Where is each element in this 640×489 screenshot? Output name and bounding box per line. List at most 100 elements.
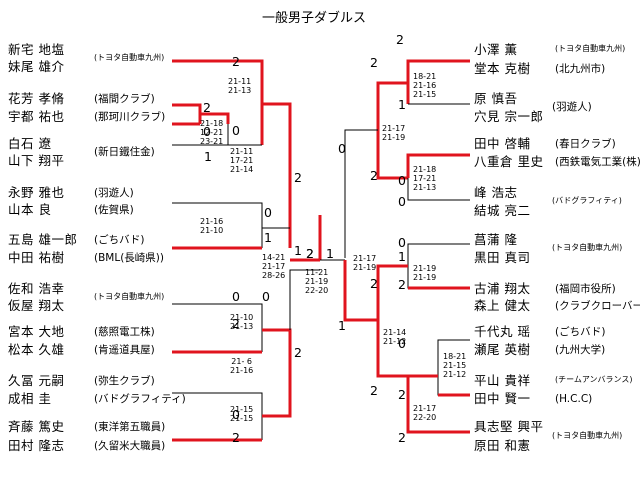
score-24: 0 (338, 141, 346, 156)
game-score-3: 21-16 21-10 (200, 217, 224, 235)
left-affiliation-8-b: (久留米大職員) (94, 440, 166, 452)
score-31: 2 (398, 387, 406, 402)
game-score-16: 21-17 22-20 (413, 404, 437, 422)
right-player-1-a: 原 慎吾 (474, 91, 518, 106)
right-affiliation-0-b: (北九州市) (555, 63, 606, 75)
left-player-5-a: 佐和 浩幸 (8, 281, 65, 296)
score-33: 2 (398, 430, 406, 445)
game-score-0: 21-11 21-13 (228, 77, 252, 95)
score-11: 0 (232, 407, 240, 422)
left-affiliation-2: (新日鐵住金) (94, 145, 155, 158)
left-player-1-a: 花芳 孝脩 (8, 91, 65, 106)
left-affiliation-4-a: (ごちバド) (94, 234, 145, 246)
score-5: 0 (264, 205, 272, 220)
right-player-7-a: 平山 貴祥 (474, 373, 531, 388)
left-affiliation-1-a: (福間クラブ) (94, 93, 155, 105)
score-32: 0 (398, 336, 406, 351)
score-20: 2 (396, 32, 404, 47)
line-l-r1-c-top (172, 303, 263, 352)
score-10: 2 (232, 316, 240, 331)
score-3: 0 (203, 124, 211, 139)
score-30: 2 (370, 383, 378, 398)
score-7: 2 (294, 170, 302, 185)
left-affiliation-4-b: (BML(長崎県)) (94, 252, 164, 264)
game-score-2: 21-11 17-21 21-14 (230, 147, 254, 174)
game-score-12: 21-17 21-19 (353, 254, 377, 272)
score-17: 1 (326, 246, 334, 261)
game-score-1: 21-18 12-21 23-21 (200, 119, 224, 146)
line-r-r1-de (406, 374, 470, 434)
score-13: 0 (262, 289, 270, 304)
right-player-4-a: 菖蒲 隆 (474, 232, 518, 247)
score-21: 0 (398, 173, 406, 188)
line-l-r0-win (200, 112, 230, 124)
score-26: 0 (398, 235, 406, 250)
right-player-6-a: 千代丸 瑶 (474, 324, 531, 339)
left-player-5-b: 仮屋 翔太 (8, 298, 65, 313)
game-score-7: 14-21 21-17 28-26 (262, 253, 286, 280)
left-player-8-b: 田村 隆志 (8, 438, 65, 453)
score-6: 1 (264, 230, 272, 245)
left-player-6-b: 松本 久雄 (8, 342, 65, 357)
line-r-r0-b-bot (407, 178, 470, 201)
score-22: 2 (370, 168, 378, 183)
left-affiliation-8-a: (東洋第五職員) (94, 421, 166, 433)
left-player-0-a: 新宅 地塩 (8, 42, 65, 57)
left-affiliation-3-b: (佐賀県) (94, 204, 134, 216)
left-player-8-a: 斉藤 篤史 (8, 419, 65, 434)
game-score-10: 21-17 21-19 (382, 124, 406, 142)
score-0: 2 (232, 54, 240, 69)
left-player-3-a: 永野 雅也 (8, 185, 65, 200)
line-l-r0-top (172, 103, 202, 124)
line-r-r2-top (344, 129, 378, 258)
right-player-0-b: 堂本 克樹 (474, 61, 531, 76)
left-player-4-b: 中田 祐樹 (8, 250, 65, 265)
right-player-0-a: 小澤 薫 (474, 42, 518, 57)
game-score-13: 21-19 21-19 (413, 264, 437, 282)
line-l-r2-cd (262, 328, 292, 418)
right-affiliation-7-a: (チームアンバランス) (555, 375, 633, 384)
left-affiliation-0: (トヨタ自動車九州) (94, 52, 165, 62)
right-affiliation-2-a: (春日クラブ) (555, 138, 616, 150)
left-player-6-a: 宮本 大地 (8, 324, 65, 339)
left-affiliation-7-b: (バドグラフィティ) (94, 393, 186, 405)
score-15: 2 (306, 246, 314, 261)
right-player-4-b: 黒田 真司 (474, 250, 531, 265)
game-score-9: 18-21 21-16 21-15 (413, 72, 437, 99)
score-16: 2 (306, 246, 314, 261)
left-player-7-b: 成相 圭 (8, 391, 52, 406)
right-player-1-b: 穴見 宗一郎 (474, 109, 544, 124)
line-l-r1-d-top (172, 392, 263, 440)
right-affiliation-7-b: (H.C.C) (555, 393, 593, 405)
right-player-6-b: 瀬尾 英樹 (474, 342, 531, 357)
left-affiliation-5: (トヨタ自動車九州) (94, 291, 165, 301)
right-player-2-b: 八重倉 里史 (474, 154, 544, 169)
left-player-7-a: 久冨 元嗣 (8, 373, 65, 388)
game-score-8: 11-21 21-19 22-20 (305, 268, 329, 295)
score-23: 0 (398, 194, 406, 209)
left-affiliation-1-b: (那珂川クラブ) (94, 111, 166, 123)
line-r-r2-bot (343, 260, 378, 322)
game-score-15: 18-21 21-15 21-12 (443, 352, 467, 379)
right-affiliation-6-a: (ごちバド) (555, 326, 606, 338)
game-score-14: 21-14 21-12 (383, 328, 407, 346)
right-player-8-a: 具志堅 興平 (474, 419, 544, 434)
score-14: 2 (294, 345, 302, 360)
right-player-3-a: 峰 浩志 (474, 185, 518, 200)
game-score-4: 21-10 21-13 (230, 313, 254, 331)
left-player-1-b: 宇都 祐也 (8, 109, 65, 124)
right-affiliation-0-a: (トヨタ自動車九州) (555, 44, 626, 53)
score-27: 2 (398, 277, 406, 292)
right-player-5-a: 古浦 翔太 (474, 281, 531, 296)
left-affiliation-3-a: (羽遊人) (94, 187, 134, 199)
bracket-title: 一般男子ダブルス (262, 11, 367, 26)
right-affiliation-1: (羽遊人) (552, 101, 592, 113)
left-player-4-a: 五島 雄一郎 (8, 232, 78, 247)
right-player-8-b: 原田 和憲 (474, 438, 531, 453)
left-affiliation-6-a: (慈照電工株) (94, 326, 155, 338)
score-18: 2 (370, 55, 378, 70)
left-player-2-b: 山下 翔平 (8, 153, 65, 168)
right-affiliation-5-b: (クラブクローバー) (555, 300, 640, 312)
right-affiliation-4: (トヨタ自動車九州) (552, 243, 623, 252)
